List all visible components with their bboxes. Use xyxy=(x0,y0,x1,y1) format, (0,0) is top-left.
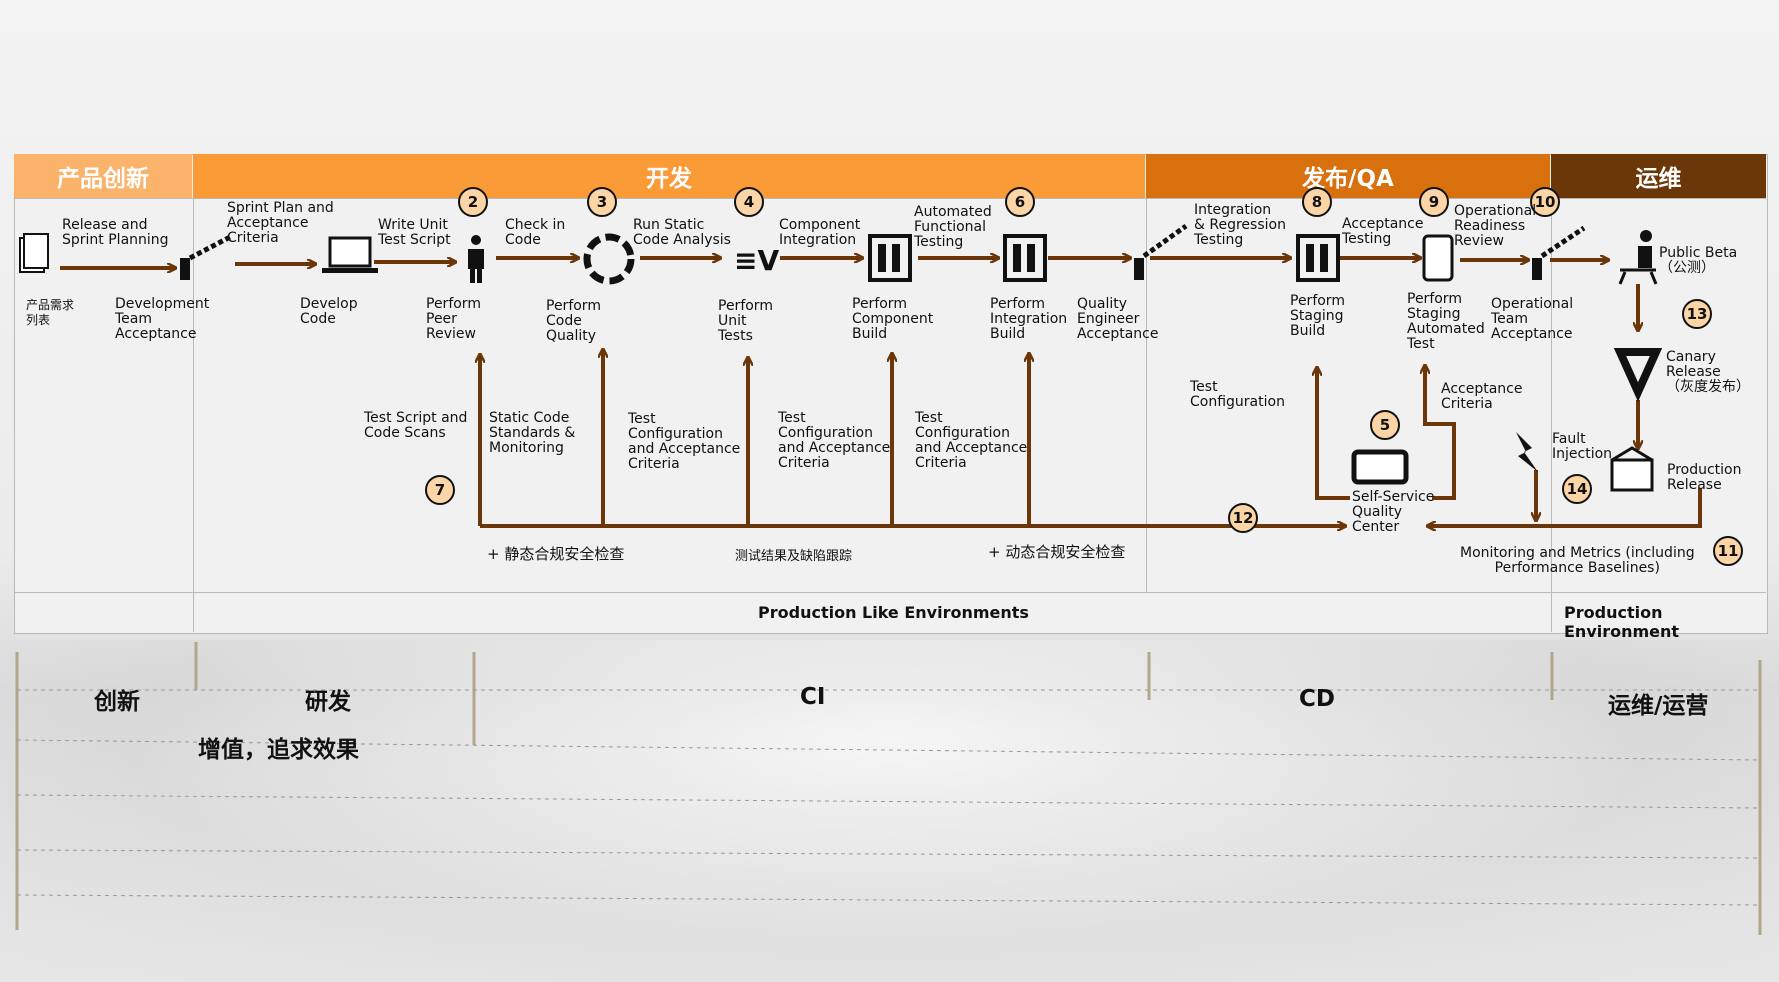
label-integration-build: Perform Integration Build xyxy=(990,296,1068,342)
label-test-config-3: Test Configuration and Acceptance Criter… xyxy=(915,410,1028,471)
stage-cd: CD xyxy=(1299,686,1335,712)
step-2-badge: 2 xyxy=(458,187,488,217)
phase-divider xyxy=(1551,198,1552,632)
timeline-grid xyxy=(16,794,1761,809)
stage-rnd: 研发 xyxy=(305,689,351,715)
label-develop-code: Develop Code xyxy=(300,296,358,327)
step-10-badge: 10 xyxy=(1530,187,1560,217)
step-8-badge: 8 xyxy=(1302,187,1332,217)
step-6-badge: 6 xyxy=(1005,187,1035,217)
background-cloud xyxy=(0,640,1779,982)
label-test-script-scans: Test Script and Code Scans xyxy=(364,410,468,441)
icons: ≡V xyxy=(19,223,1663,492)
label-operational-readiness: Operational Readiness Review xyxy=(1454,203,1537,249)
step-12-badge: 12 xyxy=(1228,503,1258,533)
env-divider xyxy=(14,592,1766,593)
staging-feedback xyxy=(1317,368,1350,500)
server-icon xyxy=(1296,234,1340,282)
acceptance-feedback xyxy=(1425,366,1456,500)
label-ops-team-acceptance: Operational Team Acceptance xyxy=(1491,296,1574,342)
env-prod-like: Production Like Environments xyxy=(758,603,1029,622)
label-production-release: Production Release xyxy=(1667,462,1742,493)
step-14-badge: 14 xyxy=(1562,474,1592,504)
label-canary: Canary Release （灰度发布） xyxy=(1666,349,1750,395)
unit-test-icon: ≡V xyxy=(734,244,779,277)
label-test-config-1: Test Configuration and Acceptance Criter… xyxy=(628,411,741,472)
phase-dev: 开发 xyxy=(193,154,1145,198)
label-dynamic-security: + 动态合规安全检查 xyxy=(988,543,1126,561)
phase-divider xyxy=(193,198,194,632)
label-dev-team-acceptance: Development Team Acceptance xyxy=(115,296,210,342)
label-component-integration: Component Integration xyxy=(779,217,861,248)
step-9-badge: 9 xyxy=(1419,187,1449,217)
step-11-badge: 11 xyxy=(1713,536,1743,566)
laptop-icon xyxy=(328,236,372,268)
label-public-beta: Public Beta （公测） xyxy=(1659,245,1738,276)
phase-divider xyxy=(1146,198,1147,592)
lightning-icon xyxy=(1516,432,1538,472)
label-fault-injection: Fault Injection xyxy=(1552,431,1613,462)
step-7-badge: 7 xyxy=(425,475,455,505)
label-test-results: 测试结果及缺陷跟踪 xyxy=(735,549,853,564)
label-write-unit-test: Write Unit Test Script xyxy=(378,217,451,248)
label-automated-functional: Automated Functional Testing xyxy=(914,204,992,250)
phase-ops: 运维 xyxy=(1551,154,1766,198)
timeline-grid xyxy=(16,739,1761,761)
reviewer-icon xyxy=(471,235,481,245)
server-icon xyxy=(1003,234,1047,282)
monitoring-arrow xyxy=(1428,488,1702,526)
label-static-analysis: Run Static Code Analysis xyxy=(633,217,731,248)
header-divider xyxy=(14,198,1766,199)
step-4-badge: 4 xyxy=(734,187,764,217)
stage-ci: CI xyxy=(800,684,826,710)
label-staging-automated: Perform Staging Automated Test xyxy=(1407,291,1485,352)
label-acceptance-testing: Acceptance Testing xyxy=(1342,216,1424,247)
label-check-in: Check in Code xyxy=(505,217,566,248)
label-monitoring: Monitoring and Metrics (including Perfor… xyxy=(1460,545,1695,576)
label-release-planning: Release and Sprint Planning xyxy=(62,217,169,248)
label-integration-regression: Integration & Regression Testing xyxy=(1194,202,1286,248)
label-acceptance-criteria: Acceptance Criteria xyxy=(1441,381,1523,412)
label-qe-acceptance: Quality Engineer Acceptance xyxy=(1077,296,1159,342)
canary-icon xyxy=(1613,348,1663,402)
label-static-security: + 静态合规安全检查 xyxy=(487,545,625,563)
env-prod: Production Environment xyxy=(1564,603,1680,641)
server-icon xyxy=(868,234,912,282)
label-static-standards: Static Code Standards & Monitoring xyxy=(489,410,576,456)
label-component-build: Perform Component Build xyxy=(852,296,934,342)
gate-icon xyxy=(1532,258,1542,280)
label-unit-tests: Perform Unit Tests xyxy=(718,298,773,344)
label-peer-review: Perform Peer Review xyxy=(426,296,481,342)
label-code-quality: Perform Code Quality xyxy=(546,298,601,344)
label-test-config-2: Test Configuration and Acceptance Criter… xyxy=(778,410,891,471)
timeline-grid xyxy=(16,894,1761,906)
stage-value: 增值，追求效果 xyxy=(198,737,359,763)
label-self-service: Self-Service Quality Center xyxy=(1352,489,1435,535)
gate-arm xyxy=(188,233,234,261)
label-sprint-plan: Sprint Plan and Acceptance Criteria xyxy=(227,200,334,246)
cycle-icon xyxy=(583,233,635,285)
tablet-icon xyxy=(1351,449,1409,485)
label-test-configuration: Test Configuration xyxy=(1190,379,1285,410)
user-desk-icon xyxy=(1640,230,1652,242)
phase-product: 产品创新 xyxy=(14,154,192,198)
step-3-badge: 3 xyxy=(587,187,617,217)
gate-icon xyxy=(1134,258,1144,280)
step-5-badge: 5 xyxy=(1370,410,1400,440)
stage-ops: 运维/运营 xyxy=(1608,693,1709,719)
step-13-badge: 13 xyxy=(1682,299,1712,329)
gate-icon xyxy=(180,258,190,280)
label-requirements: 产品需求 列表 xyxy=(26,298,75,327)
label-staging-build: Perform Staging Build xyxy=(1290,293,1345,339)
clipboard-icon xyxy=(1422,234,1454,282)
timeline-grid xyxy=(16,849,1761,859)
stage-innovation: 创新 xyxy=(94,689,140,715)
package-icon xyxy=(1610,458,1654,492)
